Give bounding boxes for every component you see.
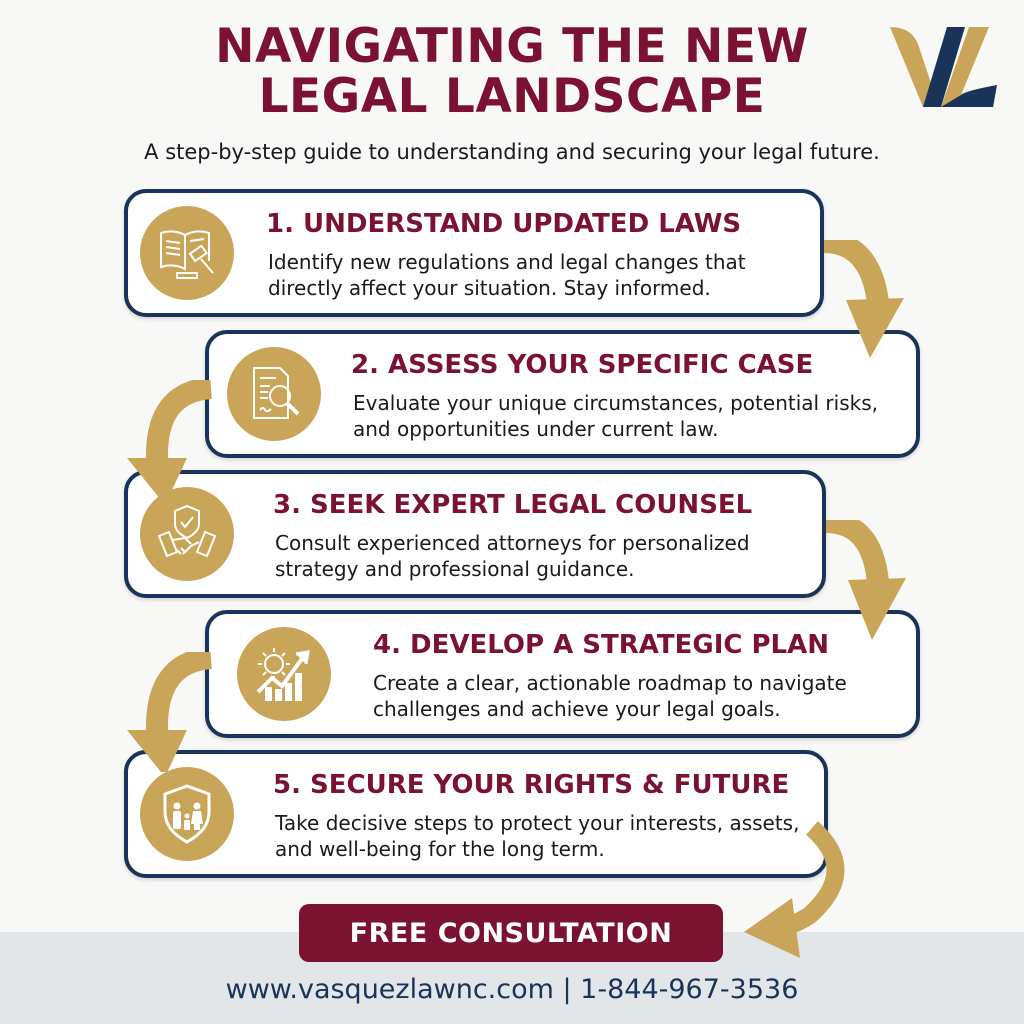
page-title: NAVIGATING THE NEW LEGAL LANDSCAPE	[0, 22, 1024, 122]
curved-arrow-icon	[744, 821, 845, 958]
law-book-gavel-icon	[140, 206, 234, 300]
curved-arrow-icon	[127, 380, 213, 500]
step-description: Identify new regulations and legal chang…	[268, 250, 746, 300]
curved-arrow-icon	[127, 652, 213, 772]
title-line-1: NAVIGATING THE NEW	[215, 19, 809, 74]
step-card-3: 3. SEEK EXPERT LEGAL COUNSEL Consult exp…	[124, 470, 826, 598]
free-consultation-button[interactable]: FREE CONSULTATION	[299, 904, 723, 962]
curved-arrow-icon	[825, 520, 906, 640]
shield-family-icon	[140, 767, 234, 861]
vl-logo-icon	[885, 25, 1000, 113]
title-line-2: LEGAL LANDSCAPE	[258, 69, 766, 124]
step-description: Take decisive steps to protect your inte…	[275, 811, 800, 861]
curved-arrow-icon	[823, 240, 904, 358]
gear-growth-chart-icon	[237, 627, 331, 721]
page-subtitle: A step-by-step guide to understanding an…	[144, 140, 880, 164]
step-card-2: 2. ASSESS YOUR SPECIFIC CASE Evaluate yo…	[205, 330, 920, 458]
step-description: Create a clear, actionable roadmap to na…	[373, 671, 847, 721]
document-magnifier-icon	[227, 347, 321, 441]
step-card-5: 5. SECURE YOUR RIGHTS & FUTURE Take deci…	[124, 750, 828, 878]
shield-handshake-icon	[140, 487, 234, 581]
step-title: 1. UNDERSTAND UPDATED LAWS	[266, 209, 742, 239]
step-description: Evaluate your unique circumstances, pote…	[353, 391, 878, 441]
step-title: 4. DEVELOP A STRATEGIC PLAN	[373, 630, 830, 660]
step-card-1: 1. UNDERSTAND UPDATED LAWS Identify new …	[124, 189, 824, 317]
contact-info[interactable]: www.vasquezlawnc.com | 1-844-967-3536	[225, 974, 799, 1005]
step-description: Consult experienced attorneys for person…	[275, 531, 750, 581]
step-title: 5. SECURE YOUR RIGHTS & FUTURE	[273, 770, 790, 800]
step-card-4: 4. DEVELOP A STRATEGIC PLAN Create a cle…	[205, 610, 920, 738]
step-title: 3. SEEK EXPERT LEGAL COUNSEL	[273, 490, 753, 520]
step-title: 2. ASSESS YOUR SPECIFIC CASE	[351, 350, 814, 380]
